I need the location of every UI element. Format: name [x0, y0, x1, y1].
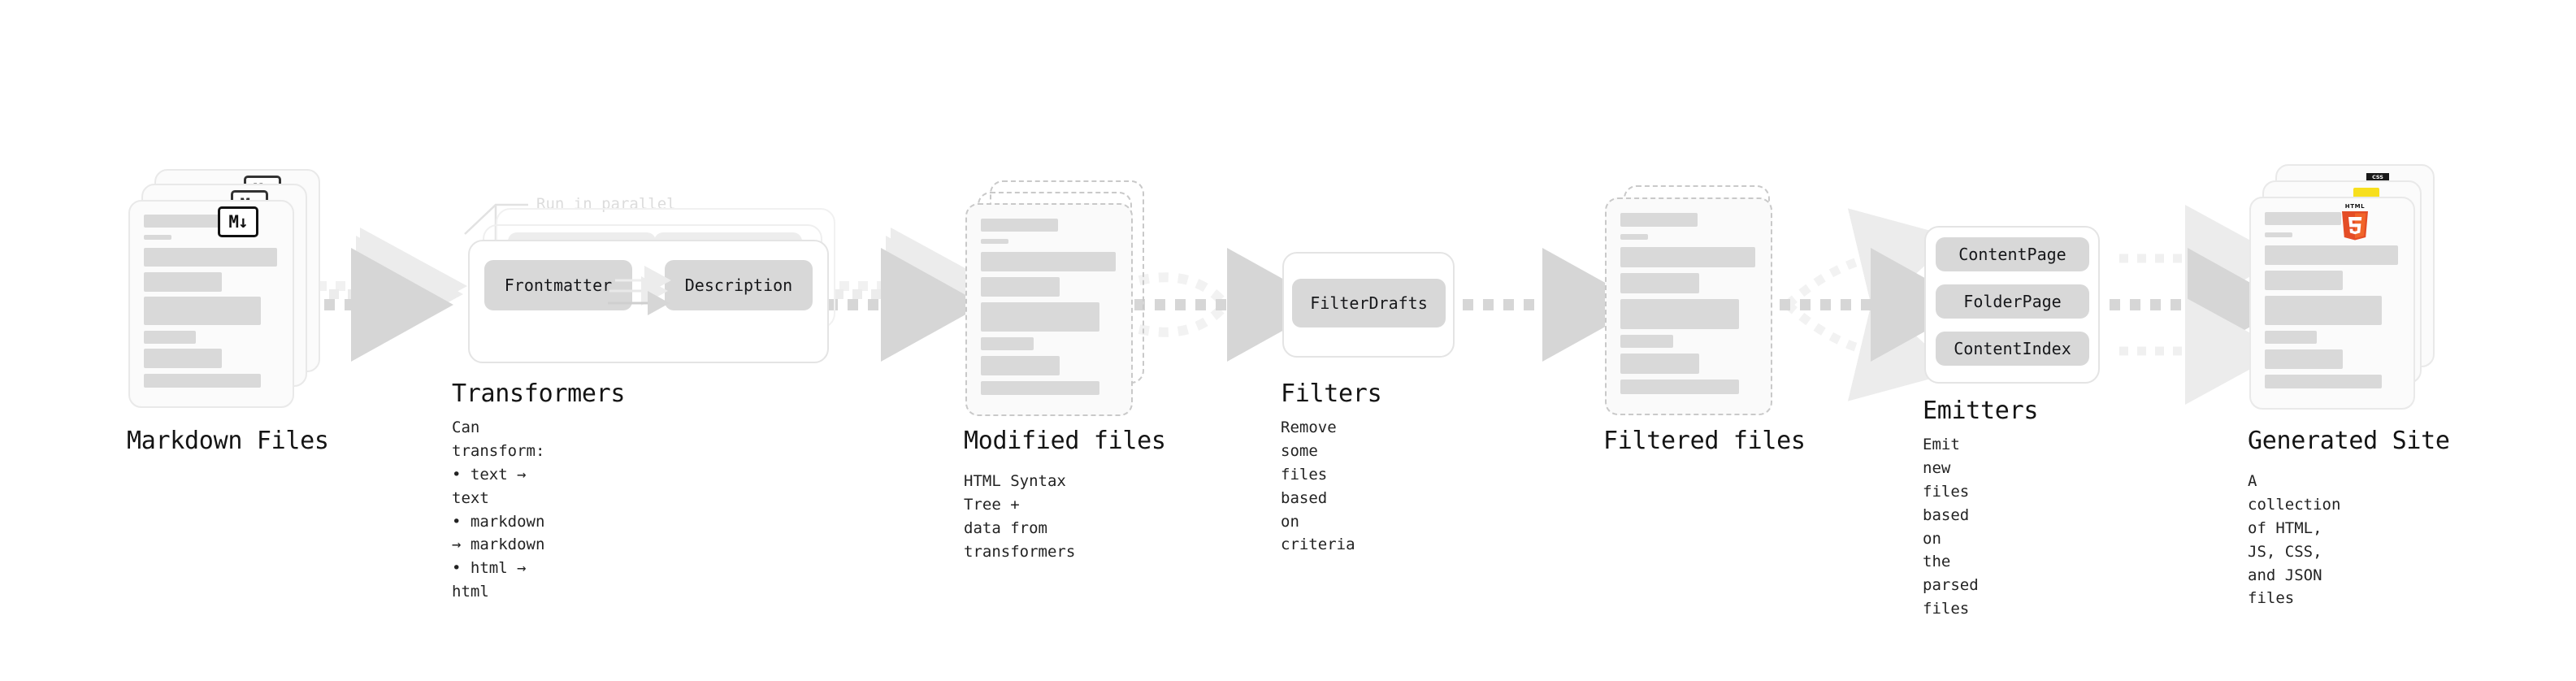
stage-label-emitters: Emitters [1923, 397, 2039, 425]
skeleton-line [144, 297, 261, 326]
skeleton-line [981, 380, 1099, 396]
skeleton-line [981, 218, 1059, 232]
stage-description-modified-files: HTML Syntax Tree + data from transformer… [964, 472, 1076, 561]
stage-description-transformers: Can transform: • text → text • markdown … [452, 419, 545, 601]
skeleton-line [1620, 273, 1700, 293]
stage-label-modified-files: Modified files [964, 427, 1166, 455]
skeleton-line [2265, 349, 2343, 369]
stage-description-generated-site: A collection of HTML, JS, CSS, and JSON … [2248, 472, 2341, 608]
arrow-emitters-to-site [2110, 205, 2290, 405]
stage-label-generated-site: Generated Site [2248, 427, 2450, 455]
skeleton-line [144, 271, 222, 292]
skeleton-line [144, 234, 171, 241]
skeleton-line [2265, 331, 2317, 345]
skeleton-line [144, 349, 222, 369]
skeleton-line [1620, 379, 1739, 394]
skeleton-line [1620, 334, 1673, 349]
markdown-file-card-front[interactable] [128, 200, 294, 408]
stage-label-transformers: Transformers [452, 380, 626, 408]
skeleton-line [2265, 295, 2382, 326]
skeleton-line [1620, 354, 1700, 374]
stage-label-markdown-files: Markdown Files [127, 427, 329, 455]
stage-description-emitters: Emit new files based on the parsed files [1923, 436, 1979, 618]
skeleton-line [981, 337, 1034, 351]
transformer-node-description[interactable]: Description [665, 260, 813, 310]
transformer-node-frontmatter[interactable]: Frontmatter [484, 260, 632, 310]
skeleton-line [144, 215, 220, 228]
svg-text:HTML: HTML [2345, 203, 2365, 210]
stage-label-filtered-files: Filtered files [1603, 427, 1806, 455]
skeleton-line [2265, 271, 2343, 291]
skeleton-line [144, 331, 196, 345]
skeleton-line [981, 238, 1009, 245]
markdown-icon: M↓ [218, 206, 258, 237]
skeleton-line [144, 373, 261, 388]
arrow-filtered-to-emitters [1780, 208, 1973, 401]
filtered-file-card-front[interactable] [1605, 197, 1772, 415]
skeleton-line [981, 252, 1116, 272]
skeleton-line [1620, 247, 1755, 268]
arrow-transformers-to-modified [827, 228, 998, 362]
skeleton-line [2265, 245, 2398, 266]
skeleton-line [2265, 374, 2382, 389]
skeleton-line [2265, 232, 2292, 238]
skeleton-line [1620, 213, 1698, 227]
stage-description-filters: Remove some files based on criteria [1281, 419, 1355, 554]
skeleton-line [981, 301, 1099, 332]
emitter-node-contentpage[interactable]: ContentPage [1936, 237, 2089, 271]
modified-file-card-front[interactable] [965, 203, 1133, 416]
skeleton-line [1620, 298, 1739, 329]
skeleton-line [1620, 233, 1649, 240]
skeleton-line [2265, 211, 2341, 226]
emitter-node-folderpage[interactable]: FolderPage [1936, 284, 2089, 319]
skeleton-line [981, 277, 1060, 297]
skeleton-line [981, 355, 1060, 375]
arrow-modified-to-filters [1134, 248, 1329, 362]
site-file-card-html[interactable] [2249, 197, 2415, 410]
stage-label-filters: Filters [1281, 380, 1382, 408]
svg-text:CSS: CSS [2372, 174, 2383, 180]
html5-icon: HTML [2339, 202, 2371, 241]
filter-node-filterdrafts[interactable]: FilterDrafts [1292, 279, 1446, 327]
skeleton-line [144, 247, 277, 267]
emitter-node-contentindex[interactable]: ContentIndex [1936, 332, 2089, 366]
